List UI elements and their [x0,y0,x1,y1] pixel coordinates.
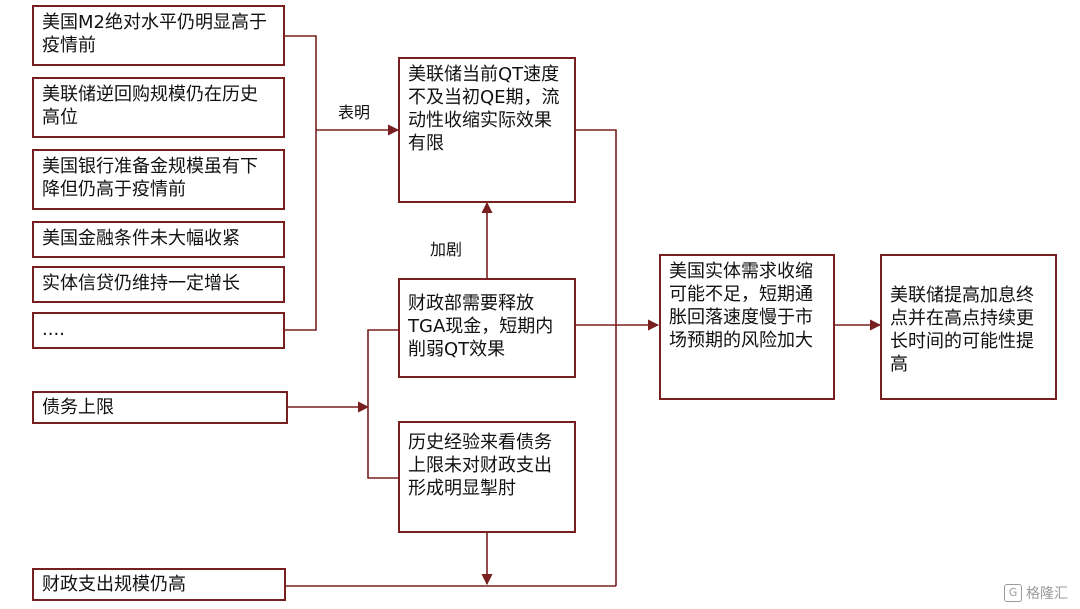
qt-effect-box: 美联储当前QT速度不及当初QE期，流动性收缩实际效果有限 [398,57,576,203]
label-intensify: 加剧 [430,240,463,259]
result-box: 美联储提高加息终点并在高点持续更长时间的可能性提高 [880,254,1057,400]
cause-box-financial-conditions: 美国金融条件未大幅收紧 [32,221,285,258]
cause-box-credit-growth: 实体信贷仍维持一定增长 [32,266,285,303]
cause-box-bank-reserves: 美国银行准备金规模虽有下降但仍高于疫情前 [32,149,285,210]
debt-bracket-line [367,329,398,479]
tga-cash-box: 财政部需要释放TGA现金，短期内削弱QT效果 [398,278,576,378]
cause-box-reverse-repo: 美联储逆回购规模仍在历史高位 [32,77,285,138]
watermark-logo-icon: G [1004,584,1022,602]
history-experience-box: 历史经验来看债务上限未对财政支出形成明显掣肘 [398,421,576,533]
debt-ceiling-box: 债务上限 [32,391,288,424]
fiscal-spending-box: 财政支出规模仍高 [32,568,286,601]
cause-box-m2: 美国M2绝对水平仍明显高于疫情前 [32,5,285,66]
watermark: G 格隆汇 [1004,583,1068,603]
cause-box-ellipsis: .... [32,312,285,349]
demand-risk-box: 美国实体需求收缩可能不足，短期通胀回落速度慢于市场预期的风险加大 [659,254,835,400]
watermark-text: 格隆汇 [1026,586,1068,602]
qt-to-demand-line [576,129,617,586]
label-indicates: 表明 [338,103,371,122]
causes-bracket-line [285,35,317,331]
